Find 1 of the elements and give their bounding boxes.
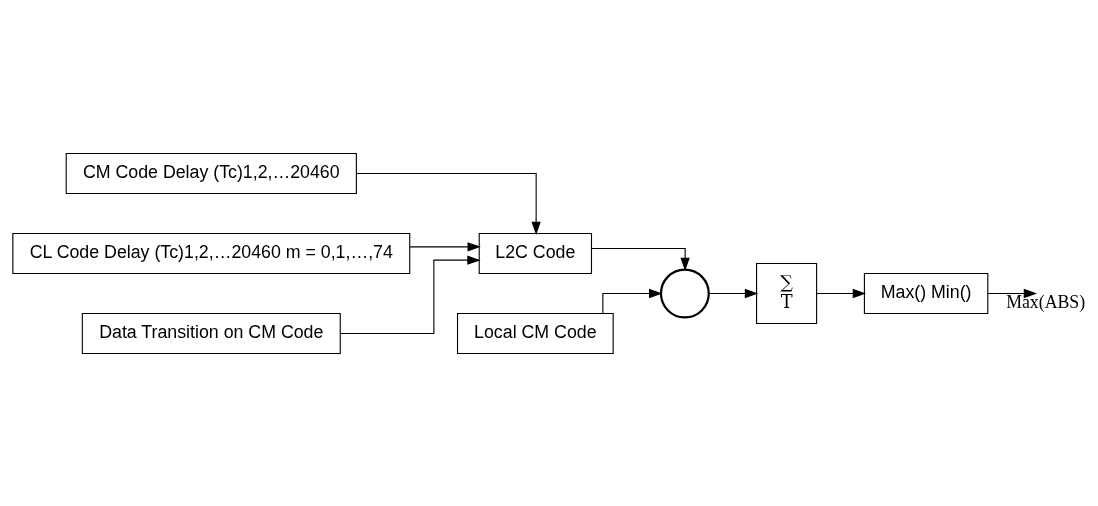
edge-label: Max(ABS) [1006,291,1086,312]
